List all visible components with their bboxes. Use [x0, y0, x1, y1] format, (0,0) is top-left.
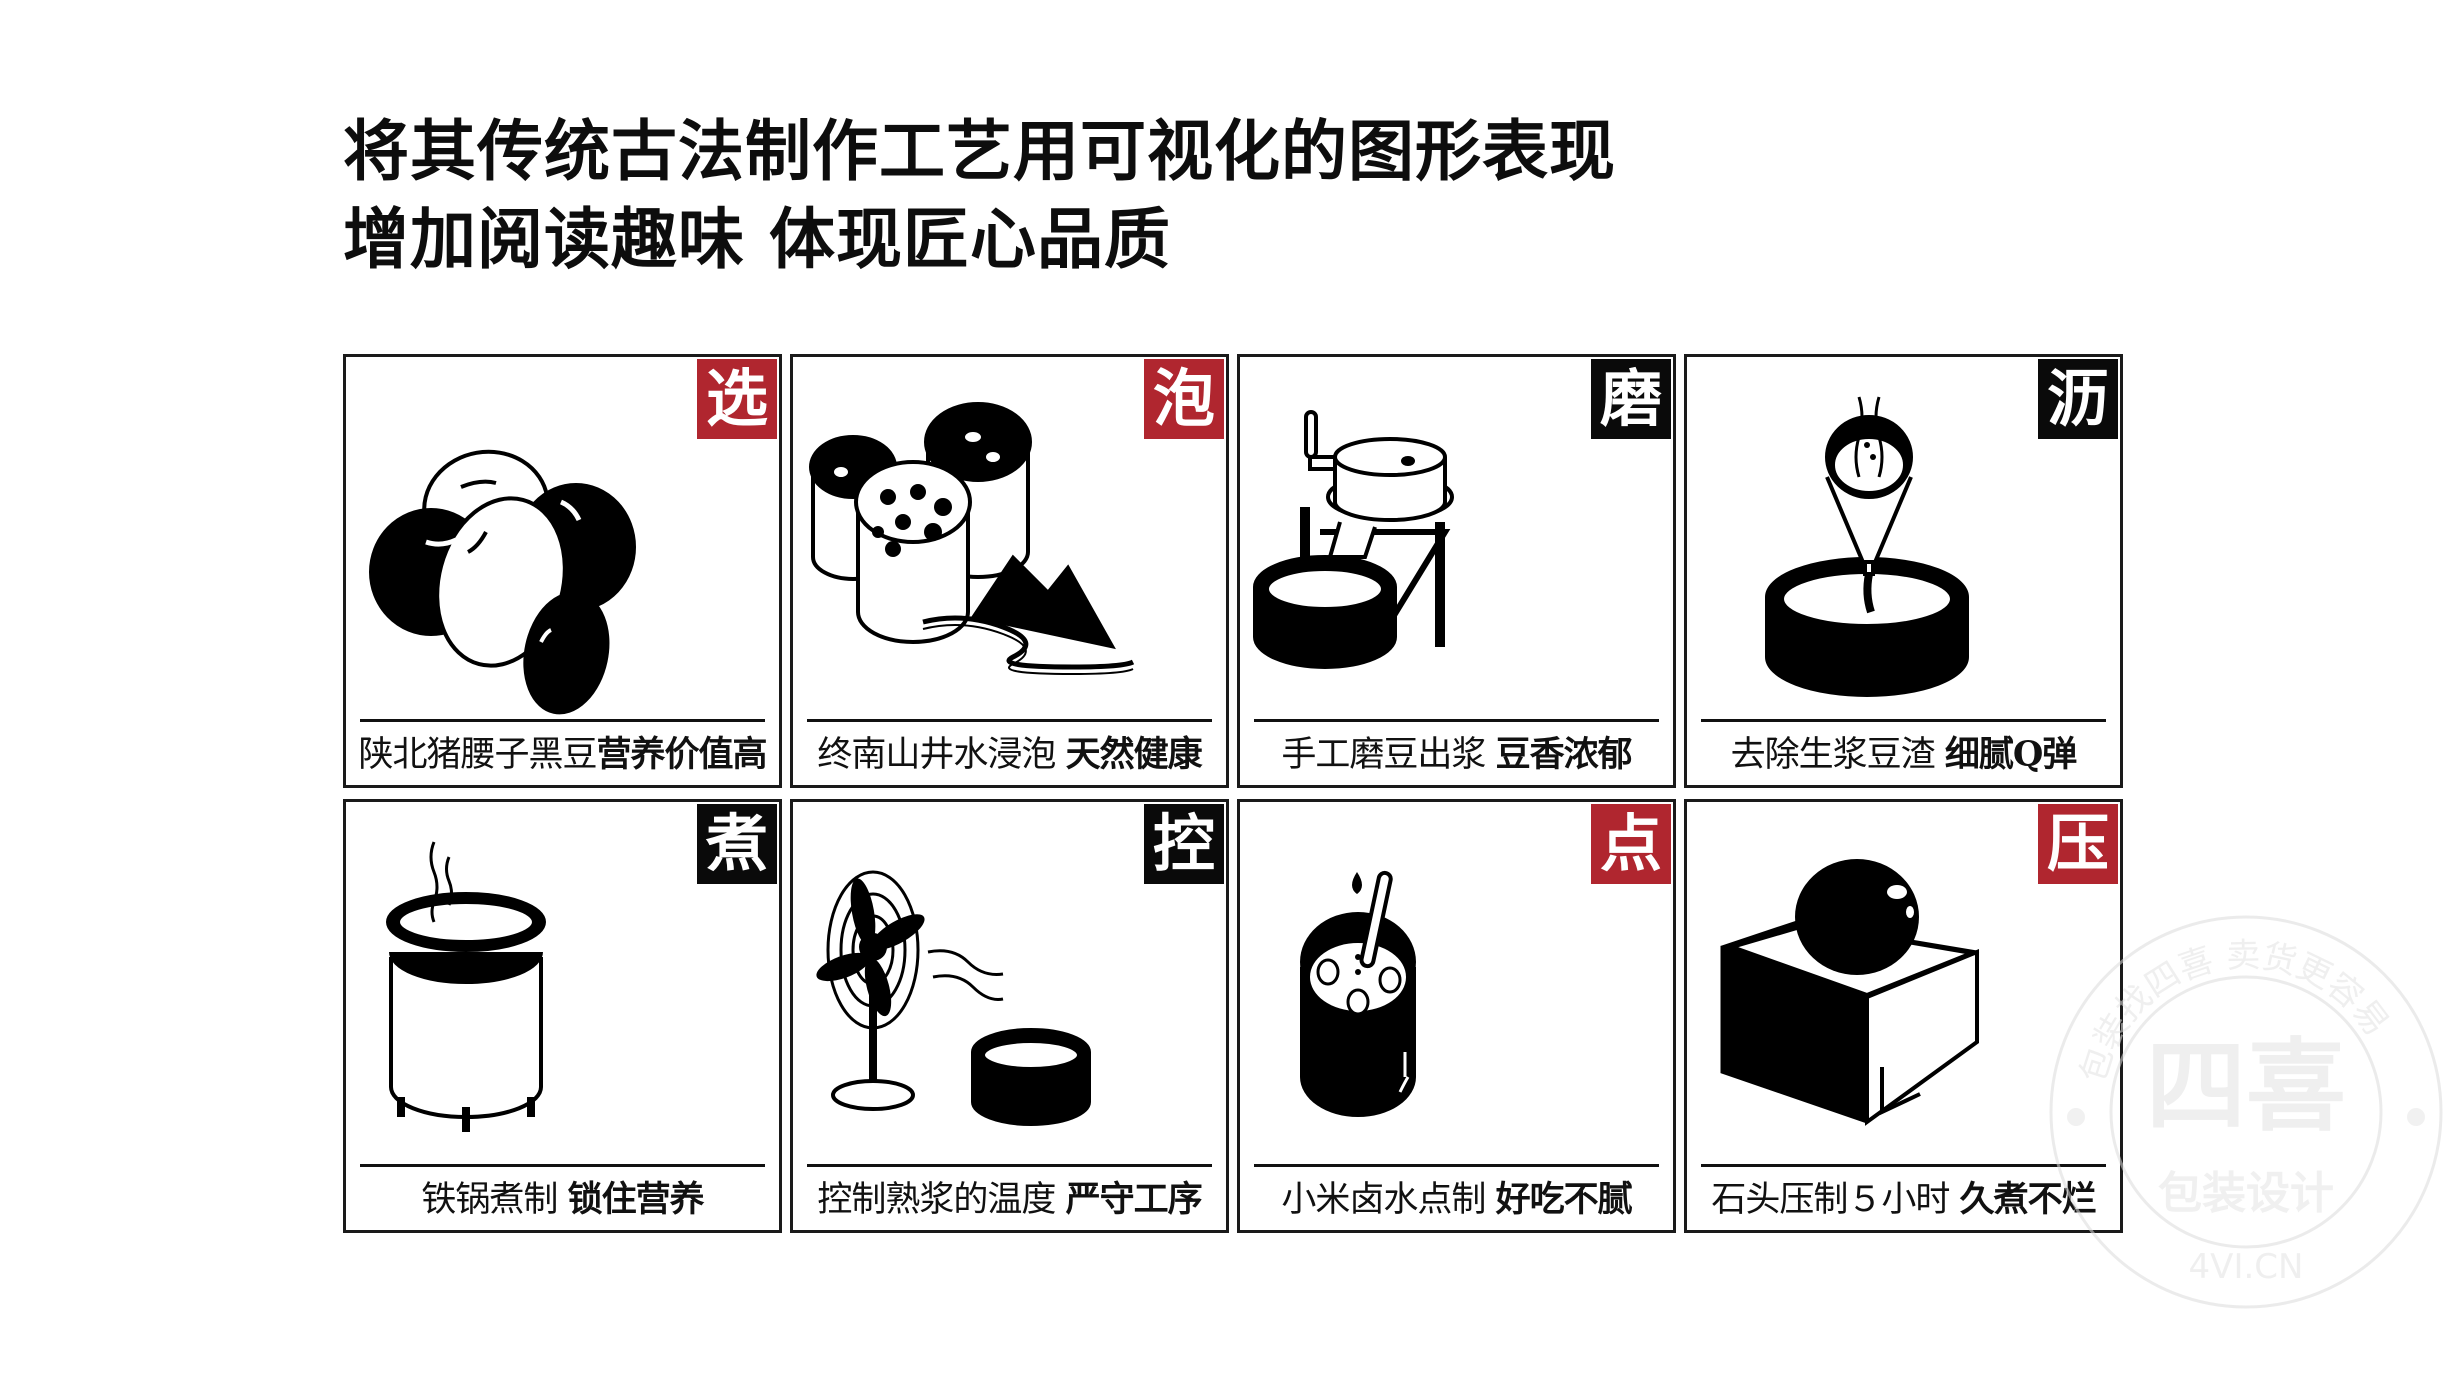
step-caption: 去除生浆豆渣 细腻Q弹: [1695, 731, 2112, 779]
step-caption: 控制熟浆的温度 严守工序: [801, 1176, 1218, 1224]
caption-bold: 严守工序: [1065, 1179, 1203, 1220]
step-badge: 磨: [1591, 359, 1671, 439]
watermark-subtitle: 包装设计: [2158, 1168, 2334, 1219]
step-card-soak: 泡 终南山井水浸泡 天然健康: [790, 354, 1229, 788]
caption-divider: [360, 719, 765, 722]
funnel-strain-icon: [1765, 396, 1969, 697]
caption-bold: 久煮不烂: [1959, 1179, 2097, 1220]
step-caption: 手工磨豆出浆 豆香浓郁: [1248, 731, 1665, 779]
process-steps-grid: 选 陕北猪腰子黑豆营养价值高: [343, 354, 2123, 1234]
watermark-stamp: 包装找四喜 卖货更容易 四喜 包装设计 4VI.CN: [2046, 912, 2446, 1312]
page-heading: 将其传统古法制作工艺用可视化的图形表现 增加阅读趣味 体现匠心品质: [343, 108, 1616, 284]
step-badge: 控: [1144, 804, 1224, 884]
step-card-boil: 煮 铁锅煮制 锁住营养: [343, 799, 782, 1233]
step-caption: 小米卤水点制 好吃不腻: [1248, 1176, 1665, 1224]
step-card-coagulate: 点 小米卤水点制 好吃不腻: [1237, 799, 1676, 1233]
caption-plain: 去除生浆豆渣: [1730, 735, 1945, 775]
caption-plain: 控制熟浆的温度: [817, 1180, 1066, 1220]
caption-bold: 锁住营养: [567, 1179, 705, 1220]
step-badge: 选: [697, 359, 777, 439]
step-caption: 终南山井水浸泡 天然健康: [801, 731, 1218, 779]
step-caption: 陕北猪腰子黑豆营养价值高: [354, 731, 771, 779]
step-card-grind: 磨 手工磨豆出浆 豆香浓郁: [1237, 354, 1676, 788]
step-badge: 煮: [697, 804, 777, 884]
caption-plain: 手工磨豆出浆: [1281, 735, 1496, 775]
soaking-buckets-icon: [809, 402, 1135, 676]
watermark-ring-icon: 包装找四喜 卖货更容易: [2049, 915, 2443, 1309]
step-badge: 点: [1591, 804, 1671, 884]
caption-divider: [1254, 1164, 1659, 1167]
caption-plain: 陕北猪腰子黑豆: [358, 735, 597, 775]
heading-line-1: 将其传统古法制作工艺用可视化的图形表现: [343, 113, 1616, 190]
caption-bold: 细腻Q弹: [1944, 734, 2077, 775]
caption-divider: [1701, 719, 2106, 722]
step-badge: 泡: [1144, 359, 1224, 439]
caption-bold: 营养价值高: [596, 734, 768, 775]
caption-plain: 小米卤水点制: [1281, 1180, 1496, 1220]
caption-divider: [360, 1164, 765, 1167]
caption-bold: 好吃不腻: [1495, 1179, 1633, 1220]
watermark-logo: 四喜: [2146, 1028, 2346, 1145]
watermark-url: 4VI.CN: [2188, 1247, 2304, 1287]
step-badge: 沥: [2038, 359, 2118, 439]
caption-bold: 天然健康: [1065, 734, 1203, 775]
step-caption: 铁锅煮制 锁住营养: [354, 1176, 771, 1224]
step-card-strain: 沥 去除生浆豆渣 细腻Q弹: [1684, 354, 2123, 788]
heading-line-2: 增加阅读趣味 体现匠心品质: [343, 201, 1171, 278]
step-card-select: 选 陕北猪腰子黑豆营养价值高: [343, 354, 782, 788]
caption-plain: 终南山井水浸泡: [817, 735, 1066, 775]
caption-plain: 铁锅煮制: [421, 1180, 568, 1220]
step-card-control: 控 控制熟浆的温度 严守工序: [790, 799, 1229, 1233]
caption-bold: 豆香浓郁: [1495, 734, 1633, 775]
step-badge: 压: [2038, 804, 2118, 884]
step-card-press: 压 石头压制５小时 久煮不烂: [1684, 799, 2123, 1233]
fan-cooling-icon: [816, 870, 1091, 1126]
caption-divider: [807, 1164, 1212, 1167]
brine-drop-icon: [1300, 870, 1416, 1117]
caption-divider: [807, 719, 1212, 722]
caption-divider: [1254, 719, 1659, 722]
stone-mill-icon: [1253, 410, 1454, 669]
step-caption: 石头压制５小时 久煮不烂: [1695, 1176, 2112, 1224]
beans-icon: [369, 449, 636, 715]
caption-divider: [1701, 1164, 2106, 1167]
steaming-pot-icon: [386, 841, 546, 1132]
stone-press-icon: [1720, 859, 1980, 1126]
caption-plain: 石头压制５小时: [1711, 1180, 1960, 1220]
